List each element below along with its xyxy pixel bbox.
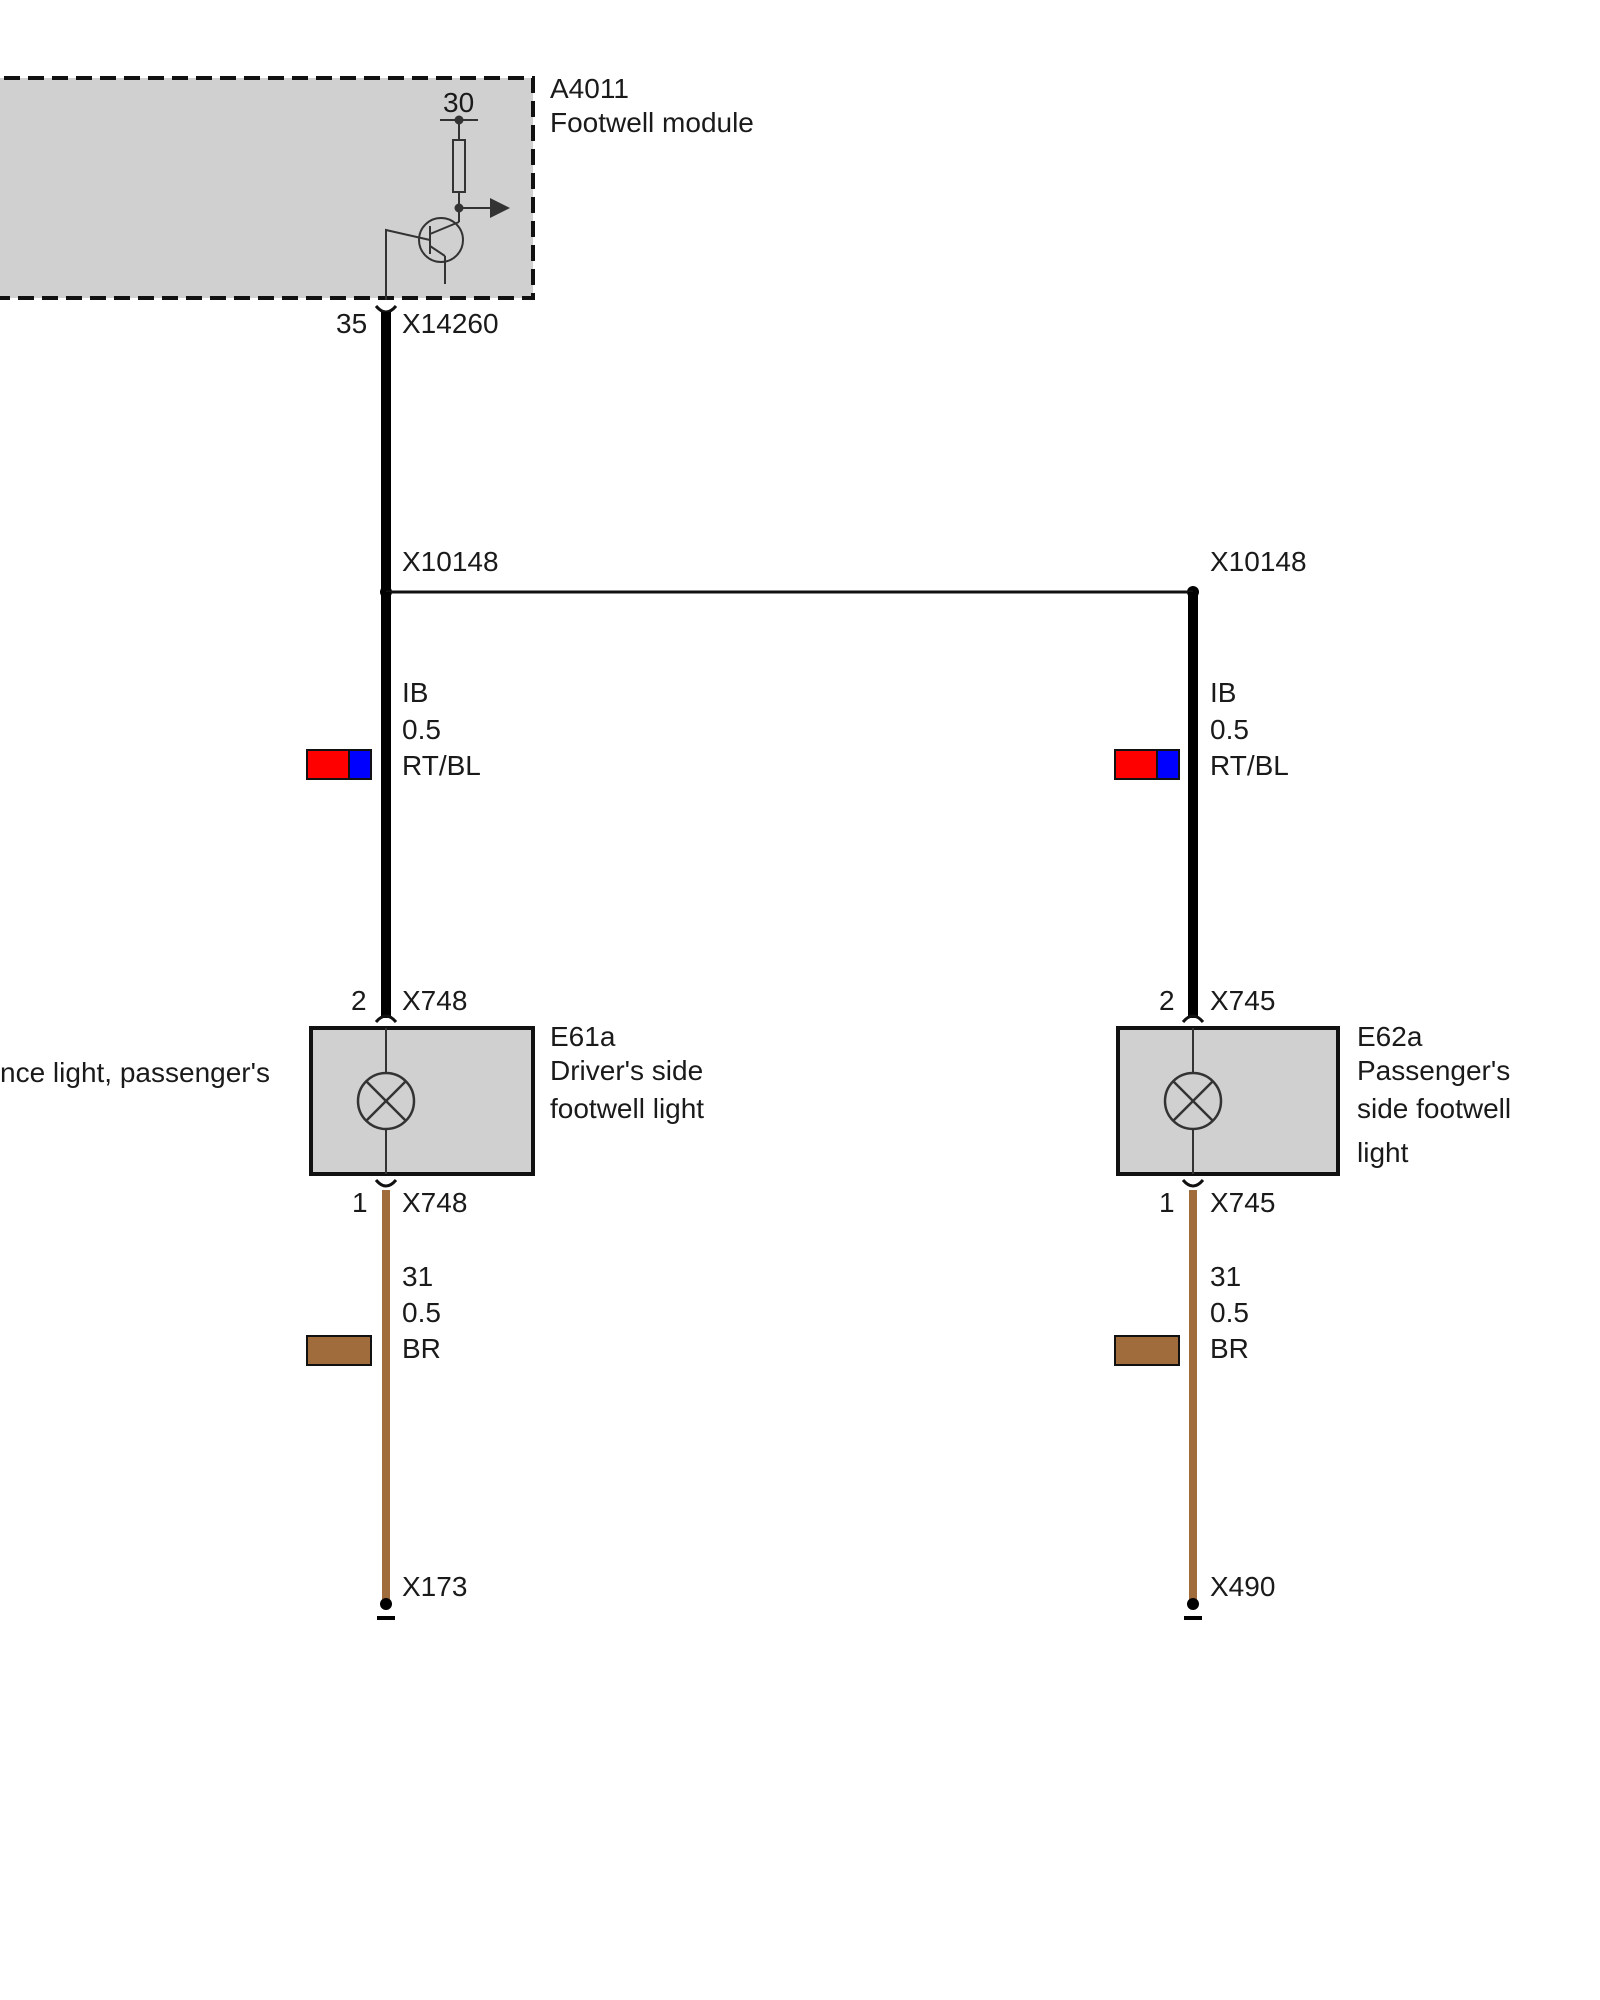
- left-upper-wire-code: IB: [402, 677, 428, 708]
- right-top-pin: 2: [1159, 985, 1175, 1016]
- splice-right: X10148: [1187, 546, 1307, 598]
- ground-icon: [1184, 1598, 1202, 1620]
- right-lower-wire-code: 31: [1210, 1261, 1241, 1292]
- footwell-module: A4011 Footwell module 30: [0, 73, 754, 300]
- right-light-component: [1116, 1026, 1340, 1176]
- left-lower-wire-code: 31: [402, 1261, 433, 1292]
- right-upper-wire-gauge: 0.5: [1210, 714, 1249, 745]
- offpage-component-label: nce light, passenger's: [0, 1057, 270, 1088]
- left-lower-wire-gauge: 0.5: [402, 1297, 441, 1328]
- left-component-name-2: footwell light: [550, 1093, 704, 1124]
- left-bottom-connector: X748: [402, 1187, 467, 1218]
- left-bottom-contact: [374, 1178, 398, 1188]
- right-upper-wire-code: IB: [1210, 677, 1236, 708]
- left-lower-wire-color-swatch: [306, 1335, 372, 1366]
- left-upper-wire-gauge: 0.5: [402, 714, 441, 745]
- ground-icon: [377, 1598, 395, 1620]
- left-light-component: [309, 1026, 535, 1176]
- right-component-name-2: side footwell: [1357, 1093, 1511, 1124]
- left-bottom-pin: 1: [352, 1187, 368, 1218]
- right-branch: IB 0.5 RT/BL 2 X745 E62a Passenger's sid…: [1114, 592, 1511, 1620]
- splice-left-label: X10148: [402, 546, 499, 577]
- module-box: [0, 76, 535, 300]
- right-lower-wire-color-code: BR: [1210, 1333, 1249, 1364]
- left-top-connector: X748: [402, 985, 467, 1016]
- left-top-contact: [374, 1014, 398, 1024]
- module-pin-contact: [374, 304, 398, 314]
- right-upper-wire-color-code: RT/BL: [1210, 750, 1289, 781]
- splice-right-label: X10148: [1210, 546, 1307, 577]
- left-component-name-1: Driver's side: [550, 1055, 703, 1086]
- left-component-id: E61a: [550, 1021, 616, 1052]
- right-bottom-pin: 1: [1159, 1187, 1175, 1218]
- left-upper-wire-color-swatch: [306, 749, 372, 780]
- right-top-connector: X745: [1210, 985, 1275, 1016]
- module-connector: X14260: [402, 308, 499, 339]
- left-upper-wire-color-code: RT/BL: [402, 750, 481, 781]
- right-lower-wire-gauge: 0.5: [1210, 1297, 1249, 1328]
- module-name: Footwell module: [550, 107, 754, 138]
- right-ground-label: X490: [1210, 1571, 1275, 1602]
- right-bottom-contact: [1181, 1178, 1205, 1188]
- right-component-id: E62a: [1357, 1021, 1423, 1052]
- right-bottom-connector: X745: [1210, 1187, 1275, 1218]
- right-upper-wire-color-swatch: [1114, 749, 1180, 780]
- left-lower-wire-color-code: BR: [402, 1333, 441, 1364]
- transistor-driver-symbol: 30: [385, 87, 510, 300]
- splice-left: X10148: [380, 546, 499, 598]
- module-pin: 35: [336, 308, 367, 339]
- left-branch: IB 0.5 RT/BL 2 X748 E61a Driver's side f…: [306, 592, 704, 1620]
- left-top-pin: 2: [351, 985, 367, 1016]
- right-component-name-3: light: [1357, 1137, 1409, 1168]
- right-top-contact: [1181, 1014, 1205, 1024]
- right-lower-wire-color-swatch: [1114, 1335, 1180, 1366]
- terminal-30-label: 30: [443, 87, 474, 118]
- left-ground-label: X173: [402, 1571, 467, 1602]
- module-id: A4011: [550, 73, 629, 104]
- right-component-name-1: Passenger's: [1357, 1055, 1510, 1086]
